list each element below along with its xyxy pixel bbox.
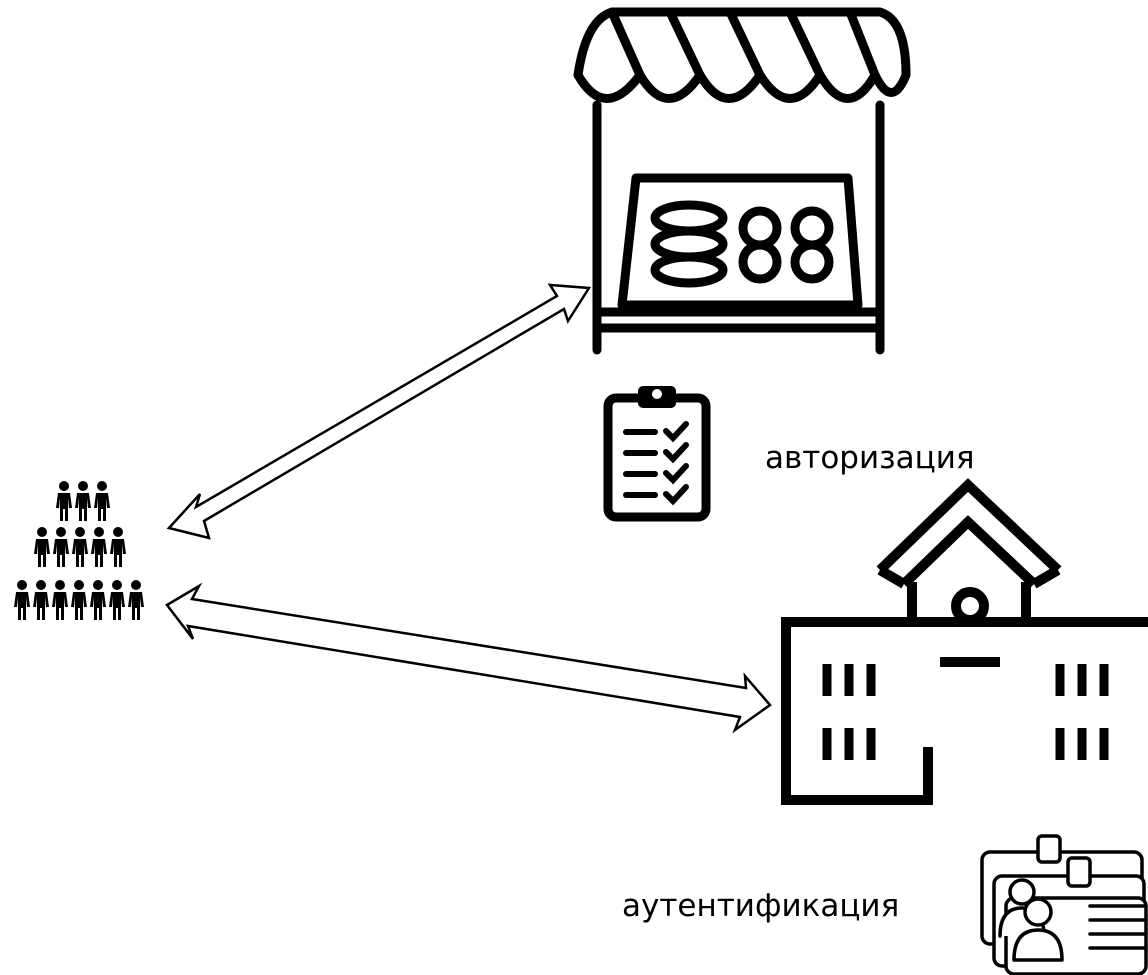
- arrow-people-to-shop: [166, 283, 592, 540]
- building-windows: [822, 664, 1109, 760]
- person-figure: [90, 580, 106, 620]
- arrow-people-to-institution: [165, 582, 772, 734]
- person-figure: [52, 580, 68, 620]
- person-figure: [71, 580, 87, 620]
- person-figure: [14, 580, 30, 620]
- storefront-icon: [573, 7, 911, 355]
- person-figure: [91, 527, 107, 567]
- person-figure: [75, 481, 91, 521]
- id-cards-icon: [980, 834, 1148, 975]
- person-figure: [56, 481, 72, 521]
- person-figure: [72, 527, 88, 567]
- authorization-label: авторизация: [765, 440, 975, 476]
- authentication-label: аутентификация: [622, 888, 900, 924]
- person-figure: [53, 527, 69, 567]
- school-building-icon: [781, 478, 1148, 805]
- person-figure: [34, 527, 50, 567]
- clipboard-checklist-icon: [603, 386, 711, 522]
- person-figure: [94, 481, 110, 521]
- person-figure: [110, 527, 126, 567]
- person-figure: [109, 580, 125, 620]
- person-figure: [33, 580, 49, 620]
- person-figure: [128, 580, 144, 620]
- crowd-pyramid-icon: [14, 481, 144, 620]
